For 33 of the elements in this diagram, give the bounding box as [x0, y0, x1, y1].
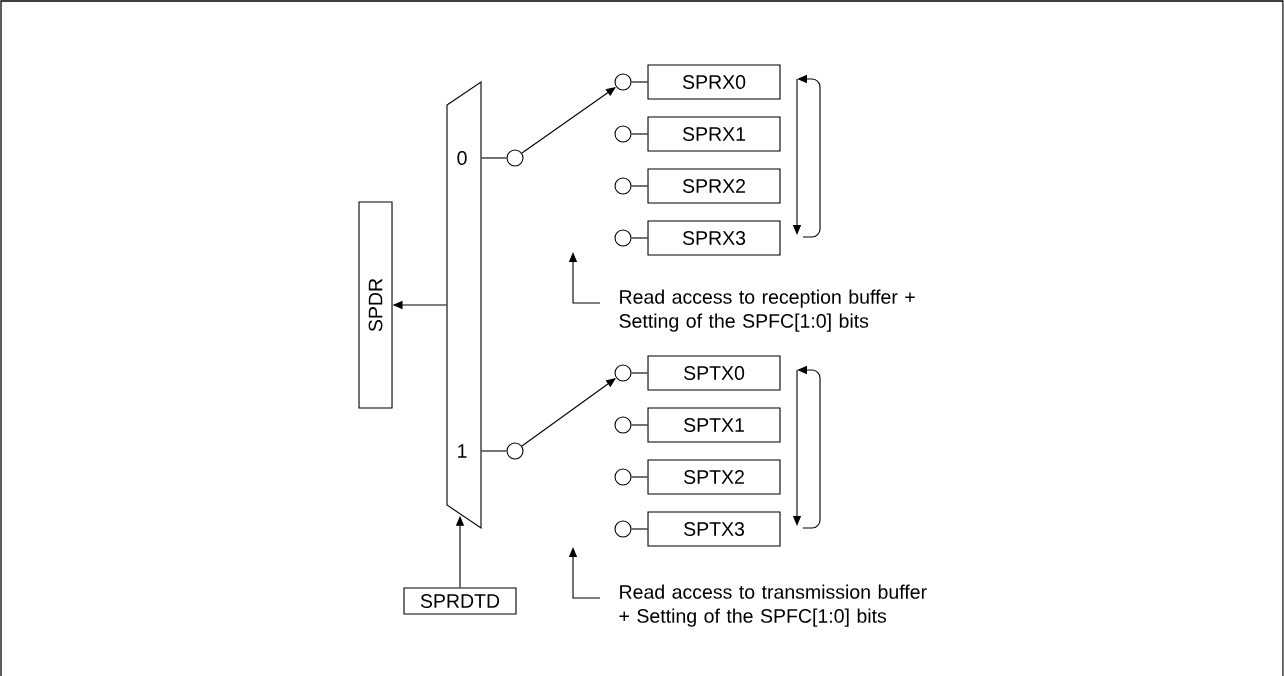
contact-circle — [614, 364, 632, 382]
connector-line — [631, 81, 648, 83]
connector-line — [631, 185, 648, 187]
register-box: SPDR — [358, 201, 393, 409]
register-box: SPTX3 — [647, 511, 781, 547]
contact-circle — [614, 416, 632, 434]
register-box: SPRDTD — [403, 587, 517, 615]
contact-circle — [614, 73, 632, 91]
contact-circle — [614, 468, 632, 486]
contact-circle — [614, 177, 632, 195]
switch-pivot — [506, 442, 524, 460]
connector-line — [631, 424, 648, 426]
contact-circle — [614, 520, 632, 538]
register-box: SPRX1 — [647, 116, 781, 152]
note-text: Read access to transmission buffer + Setting of the SPFC[1:0] bits — [619, 584, 927, 627]
connector-line — [631, 133, 648, 135]
register-box: SPRX3 — [647, 220, 781, 256]
connector-line — [481, 450, 507, 452]
switch-pivot — [506, 149, 524, 167]
register-box: SPTX0 — [647, 355, 781, 391]
connector-line — [631, 528, 648, 530]
connector-line — [481, 157, 507, 159]
contact-circle — [614, 229, 632, 247]
multiplexer: 0 1 — [446, 80, 482, 530]
connector-line — [631, 237, 648, 239]
register-box: SPTX1 — [647, 407, 781, 443]
note-text: Read access to reception buffer + Setting of the SPFC[1:0] bits — [619, 289, 915, 332]
connector-line — [631, 372, 648, 374]
register-box: SPRX2 — [647, 168, 781, 204]
connector-line — [631, 476, 648, 478]
contact-circle — [614, 125, 632, 143]
register-box: SPRX0 — [647, 64, 781, 100]
register-box: SPTX2 — [647, 459, 781, 495]
